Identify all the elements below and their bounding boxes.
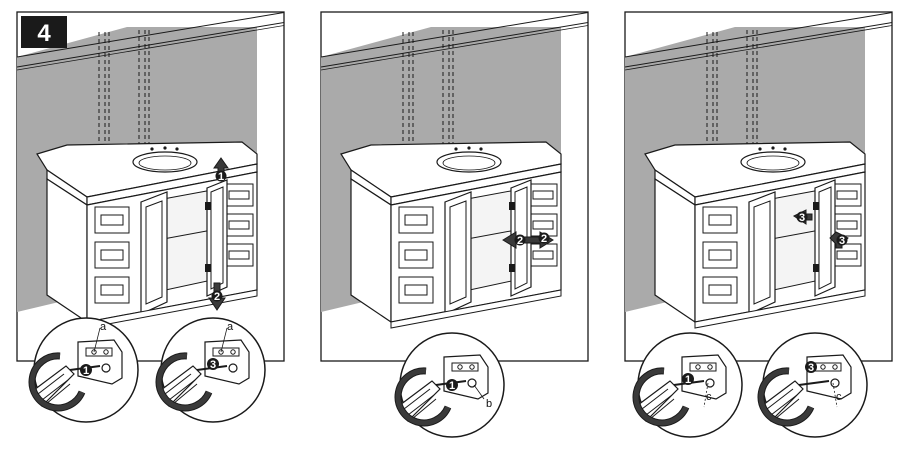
svg-text:1: 1 <box>218 171 224 183</box>
left-right-arrow-icon: 2 2 <box>502 231 554 249</box>
callout-c-2: c <box>836 391 842 403</box>
panel-2-scene <box>321 12 588 329</box>
panel-1: 4 1 2 1 a 3 a <box>16 11 285 422</box>
up-arrow-icon: 1 <box>213 157 229 183</box>
svg-text:3: 3 <box>808 362 814 374</box>
panel-3: 3 3 1 c 3 c <box>624 11 893 437</box>
panel-3-scene <box>625 12 892 329</box>
hinge-detail-4: 1 <box>636 333 742 437</box>
svg-text:3: 3 <box>799 212 805 224</box>
down-arrow-icon: 2 <box>208 282 226 311</box>
vanity-cabinet-2 <box>340 141 562 329</box>
callout-a-2: a <box>227 321 234 333</box>
svg-text:1: 1 <box>449 380 455 392</box>
svg-text:3: 3 <box>210 359 216 371</box>
svg-text:2: 2 <box>214 291 220 303</box>
callout-c-1: c <box>706 391 712 403</box>
svg-text:1: 1 <box>685 374 691 386</box>
callout-a-1: a <box>100 321 107 333</box>
hinge-detail-3: 1 <box>398 333 504 437</box>
panel-2: 2 2 1 b <box>320 11 589 437</box>
svg-text:2: 2 <box>541 233 547 245</box>
svg-text:2: 2 <box>517 235 523 247</box>
callout-b: b <box>486 398 492 410</box>
svg-text:4: 4 <box>37 20 51 47</box>
hinge-detail-5: 3 <box>761 333 867 437</box>
hinge-detail-1: 1 <box>32 318 138 422</box>
vanity-cabinet-3 <box>644 141 866 329</box>
hinge-detail-2: 3 <box>159 318 265 422</box>
step-badge: 4 <box>21 16 67 48</box>
svg-text:3: 3 <box>839 235 845 247</box>
svg-text:1: 1 <box>83 365 89 377</box>
in-out-arrow-left-icon: 3 <box>793 209 813 225</box>
in-out-arrow-right-icon: 3 <box>829 231 849 249</box>
panel-1-scene <box>17 12 284 329</box>
